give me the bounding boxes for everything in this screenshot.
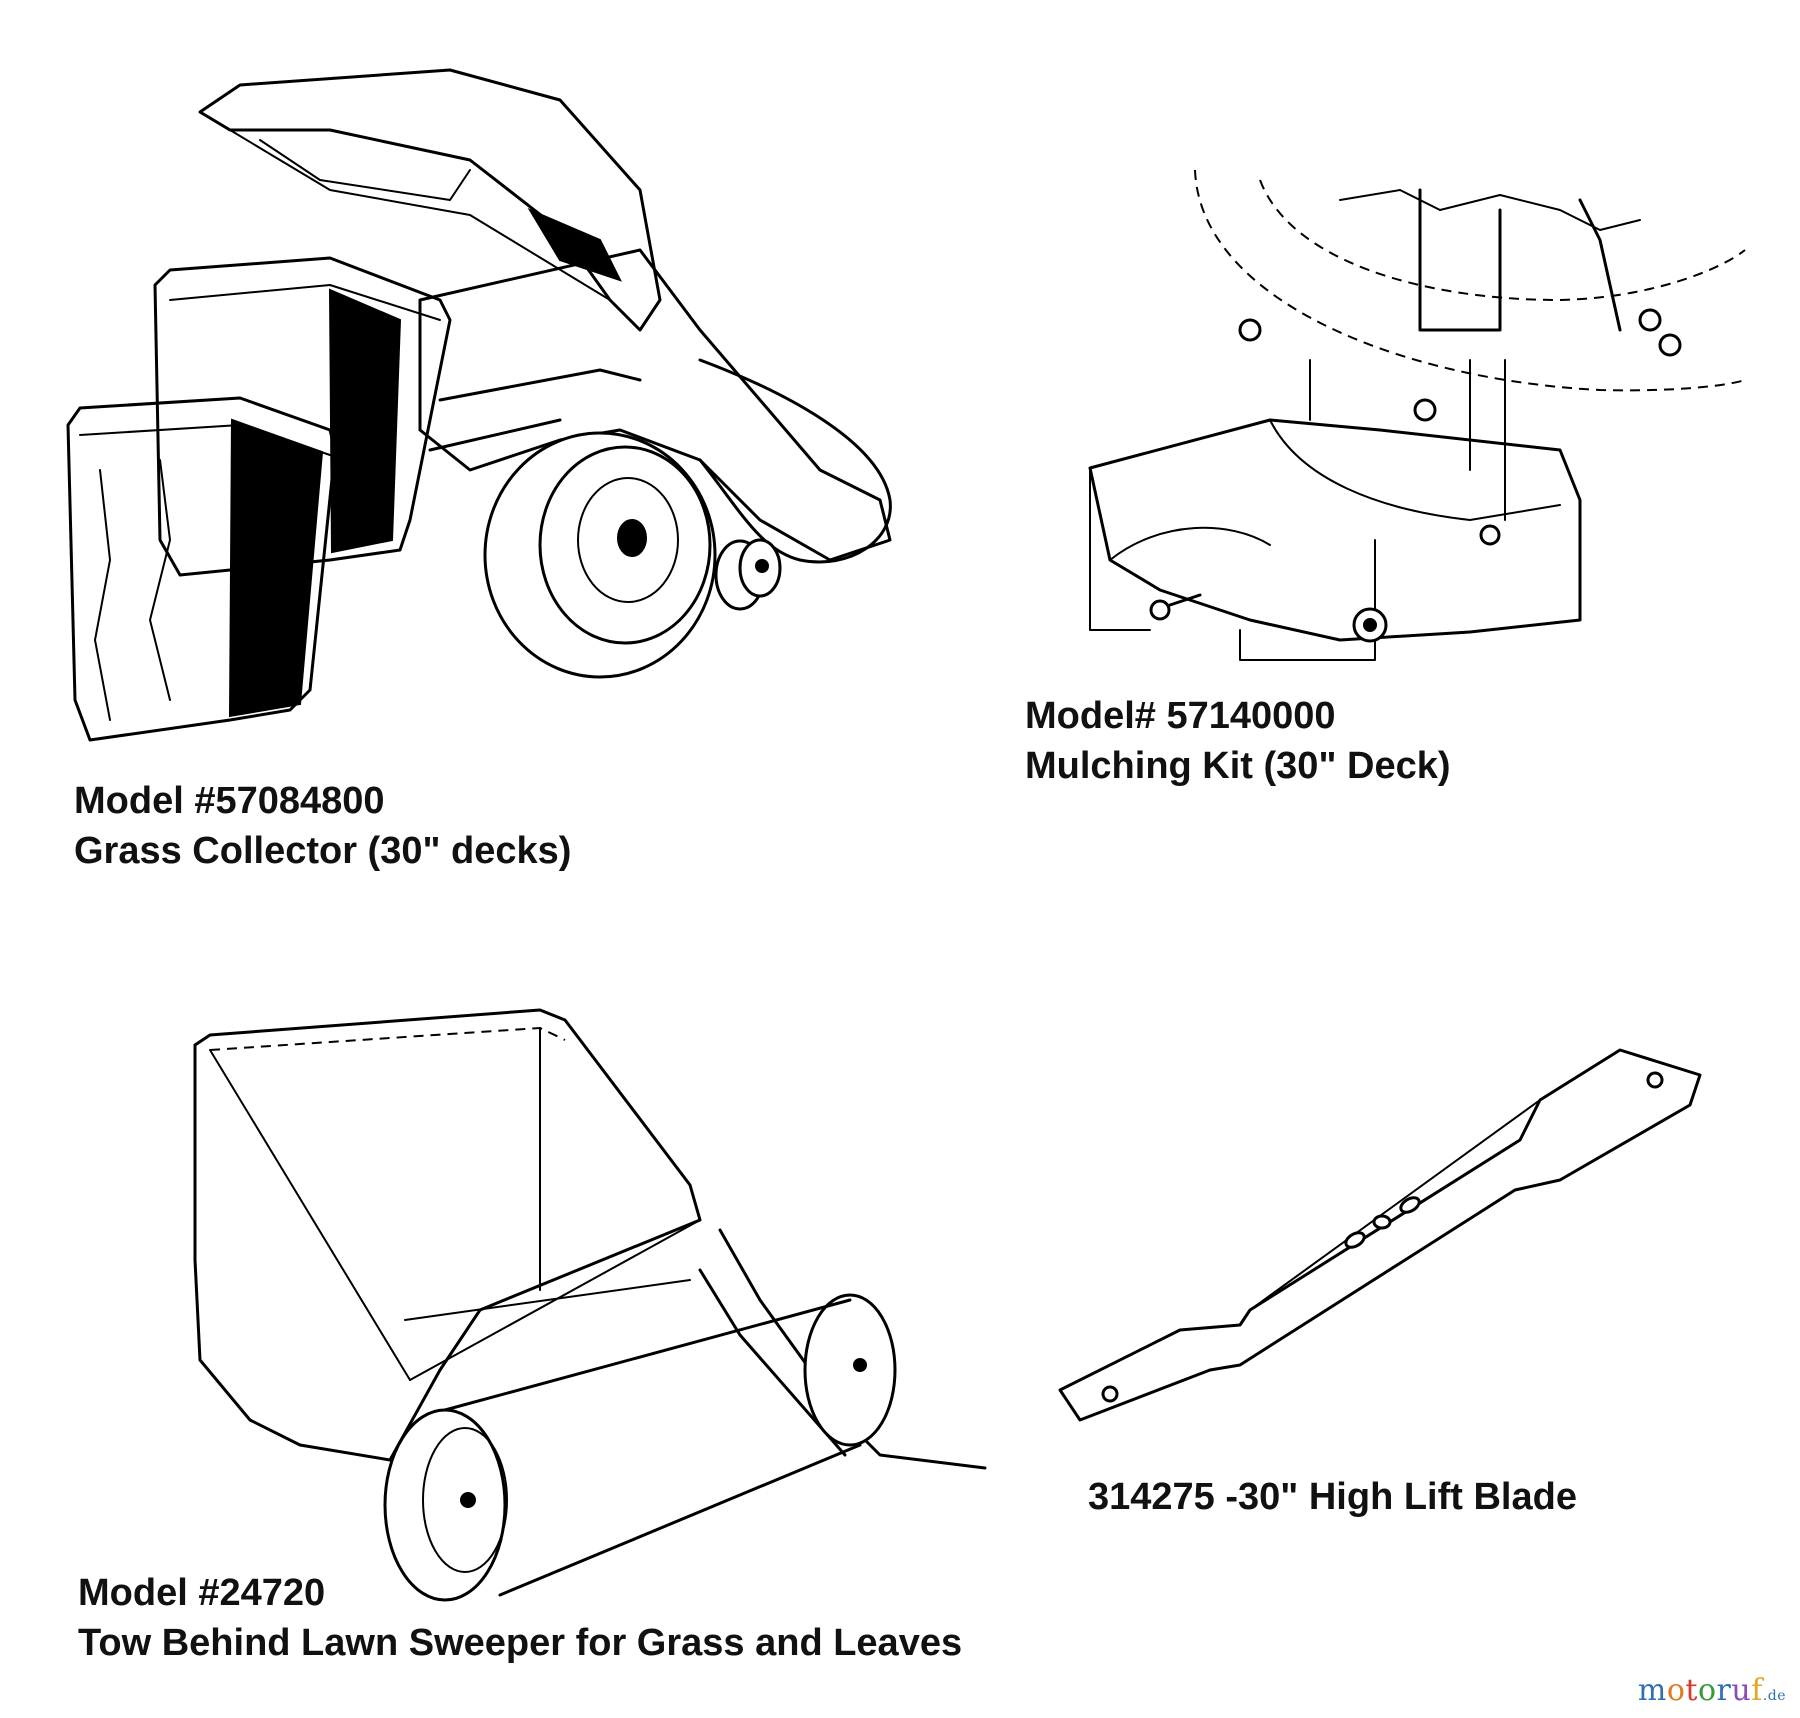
watermark-letter: u <box>1731 1673 1752 1708</box>
high-lift-blade-caption: 314275 -30" High Lift Blade <box>1088 1472 1577 1522</box>
motoruf-watermark: motoruf.de <box>1638 1673 1786 1708</box>
lawn-sweeper-caption: Model #24720 Tow Behind Lawn Sweeper for… <box>78 1568 962 1668</box>
watermark-letter: o <box>1697 1673 1717 1708</box>
watermark-letter: m <box>1637 1673 1667 1708</box>
grass-collector-caption: Model #57084800 Grass Collector (30" dec… <box>74 776 571 876</box>
grass-collector-description: Grass Collector (30" decks) <box>74 830 572 872</box>
high-lift-blade-description: 314275 -30" High Lift Blade <box>1088 1476 1577 1518</box>
mulching-kit-drawing <box>1088 169 1746 661</box>
watermark-suffix: .de <box>1762 1688 1786 1704</box>
watermark-letter: f <box>1751 1673 1763 1708</box>
lawn-sweeper-description: Tow Behind Lawn Sweeper for Grass and Le… <box>78 1622 963 1664</box>
lawn-sweeper-model: Model #24720 <box>78 1572 326 1614</box>
high-lift-blade-drawing <box>1058 1048 1702 1422</box>
mulching-kit-model: Model# 57140000 <box>1025 695 1336 737</box>
grass-collector-model: Model #57084800 <box>74 780 385 822</box>
watermark-letter: t <box>1685 1673 1698 1708</box>
mulching-kit-description: Mulching Kit (30" Deck) <box>1025 745 1451 787</box>
lawn-sweeper-drawing <box>193 1008 987 1602</box>
watermark-letter: o <box>1666 1673 1686 1708</box>
watermark-letter: r <box>1716 1673 1732 1708</box>
grass-collector-drawing <box>66 68 892 742</box>
mulching-kit-caption: Model# 57140000 Mulching Kit (30" Deck) <box>1025 691 1451 791</box>
